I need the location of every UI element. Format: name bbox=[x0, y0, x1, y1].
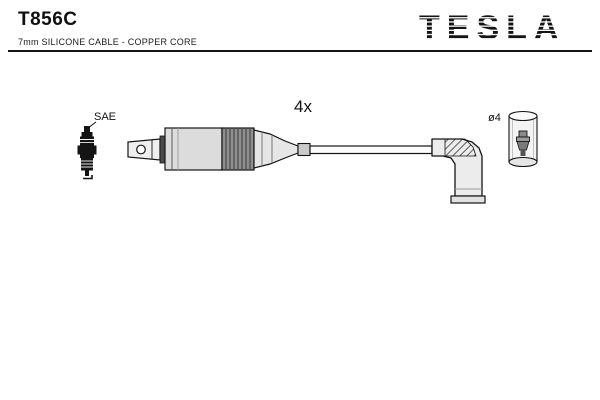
cable-boot-angled bbox=[431, 138, 486, 204]
diameter-label: ø4 bbox=[488, 112, 501, 124]
header-divider bbox=[8, 50, 592, 52]
title-block: T856C 7mm SILICONE CABLE - COPPER CORE bbox=[18, 9, 197, 47]
cable-spec-subtitle: 7mm SILICONE CABLE - COPPER CORE bbox=[18, 37, 198, 47]
header: T856C 7mm SILICONE CABLE - COPPER CORE T… bbox=[0, 0, 600, 48]
quantity-label: 4x bbox=[294, 97, 312, 116]
cable-connector-straight bbox=[127, 127, 311, 171]
sae-label: SAE bbox=[94, 111, 116, 123]
tesla-logo: TESLA bbox=[419, 10, 565, 47]
protective-cap bbox=[508, 110, 538, 168]
tesla-logo-text: TESLA bbox=[419, 10, 565, 47]
part-number: T856C bbox=[18, 9, 78, 30]
spark-plug-drawing bbox=[77, 126, 97, 180]
cable bbox=[309, 145, 433, 155]
